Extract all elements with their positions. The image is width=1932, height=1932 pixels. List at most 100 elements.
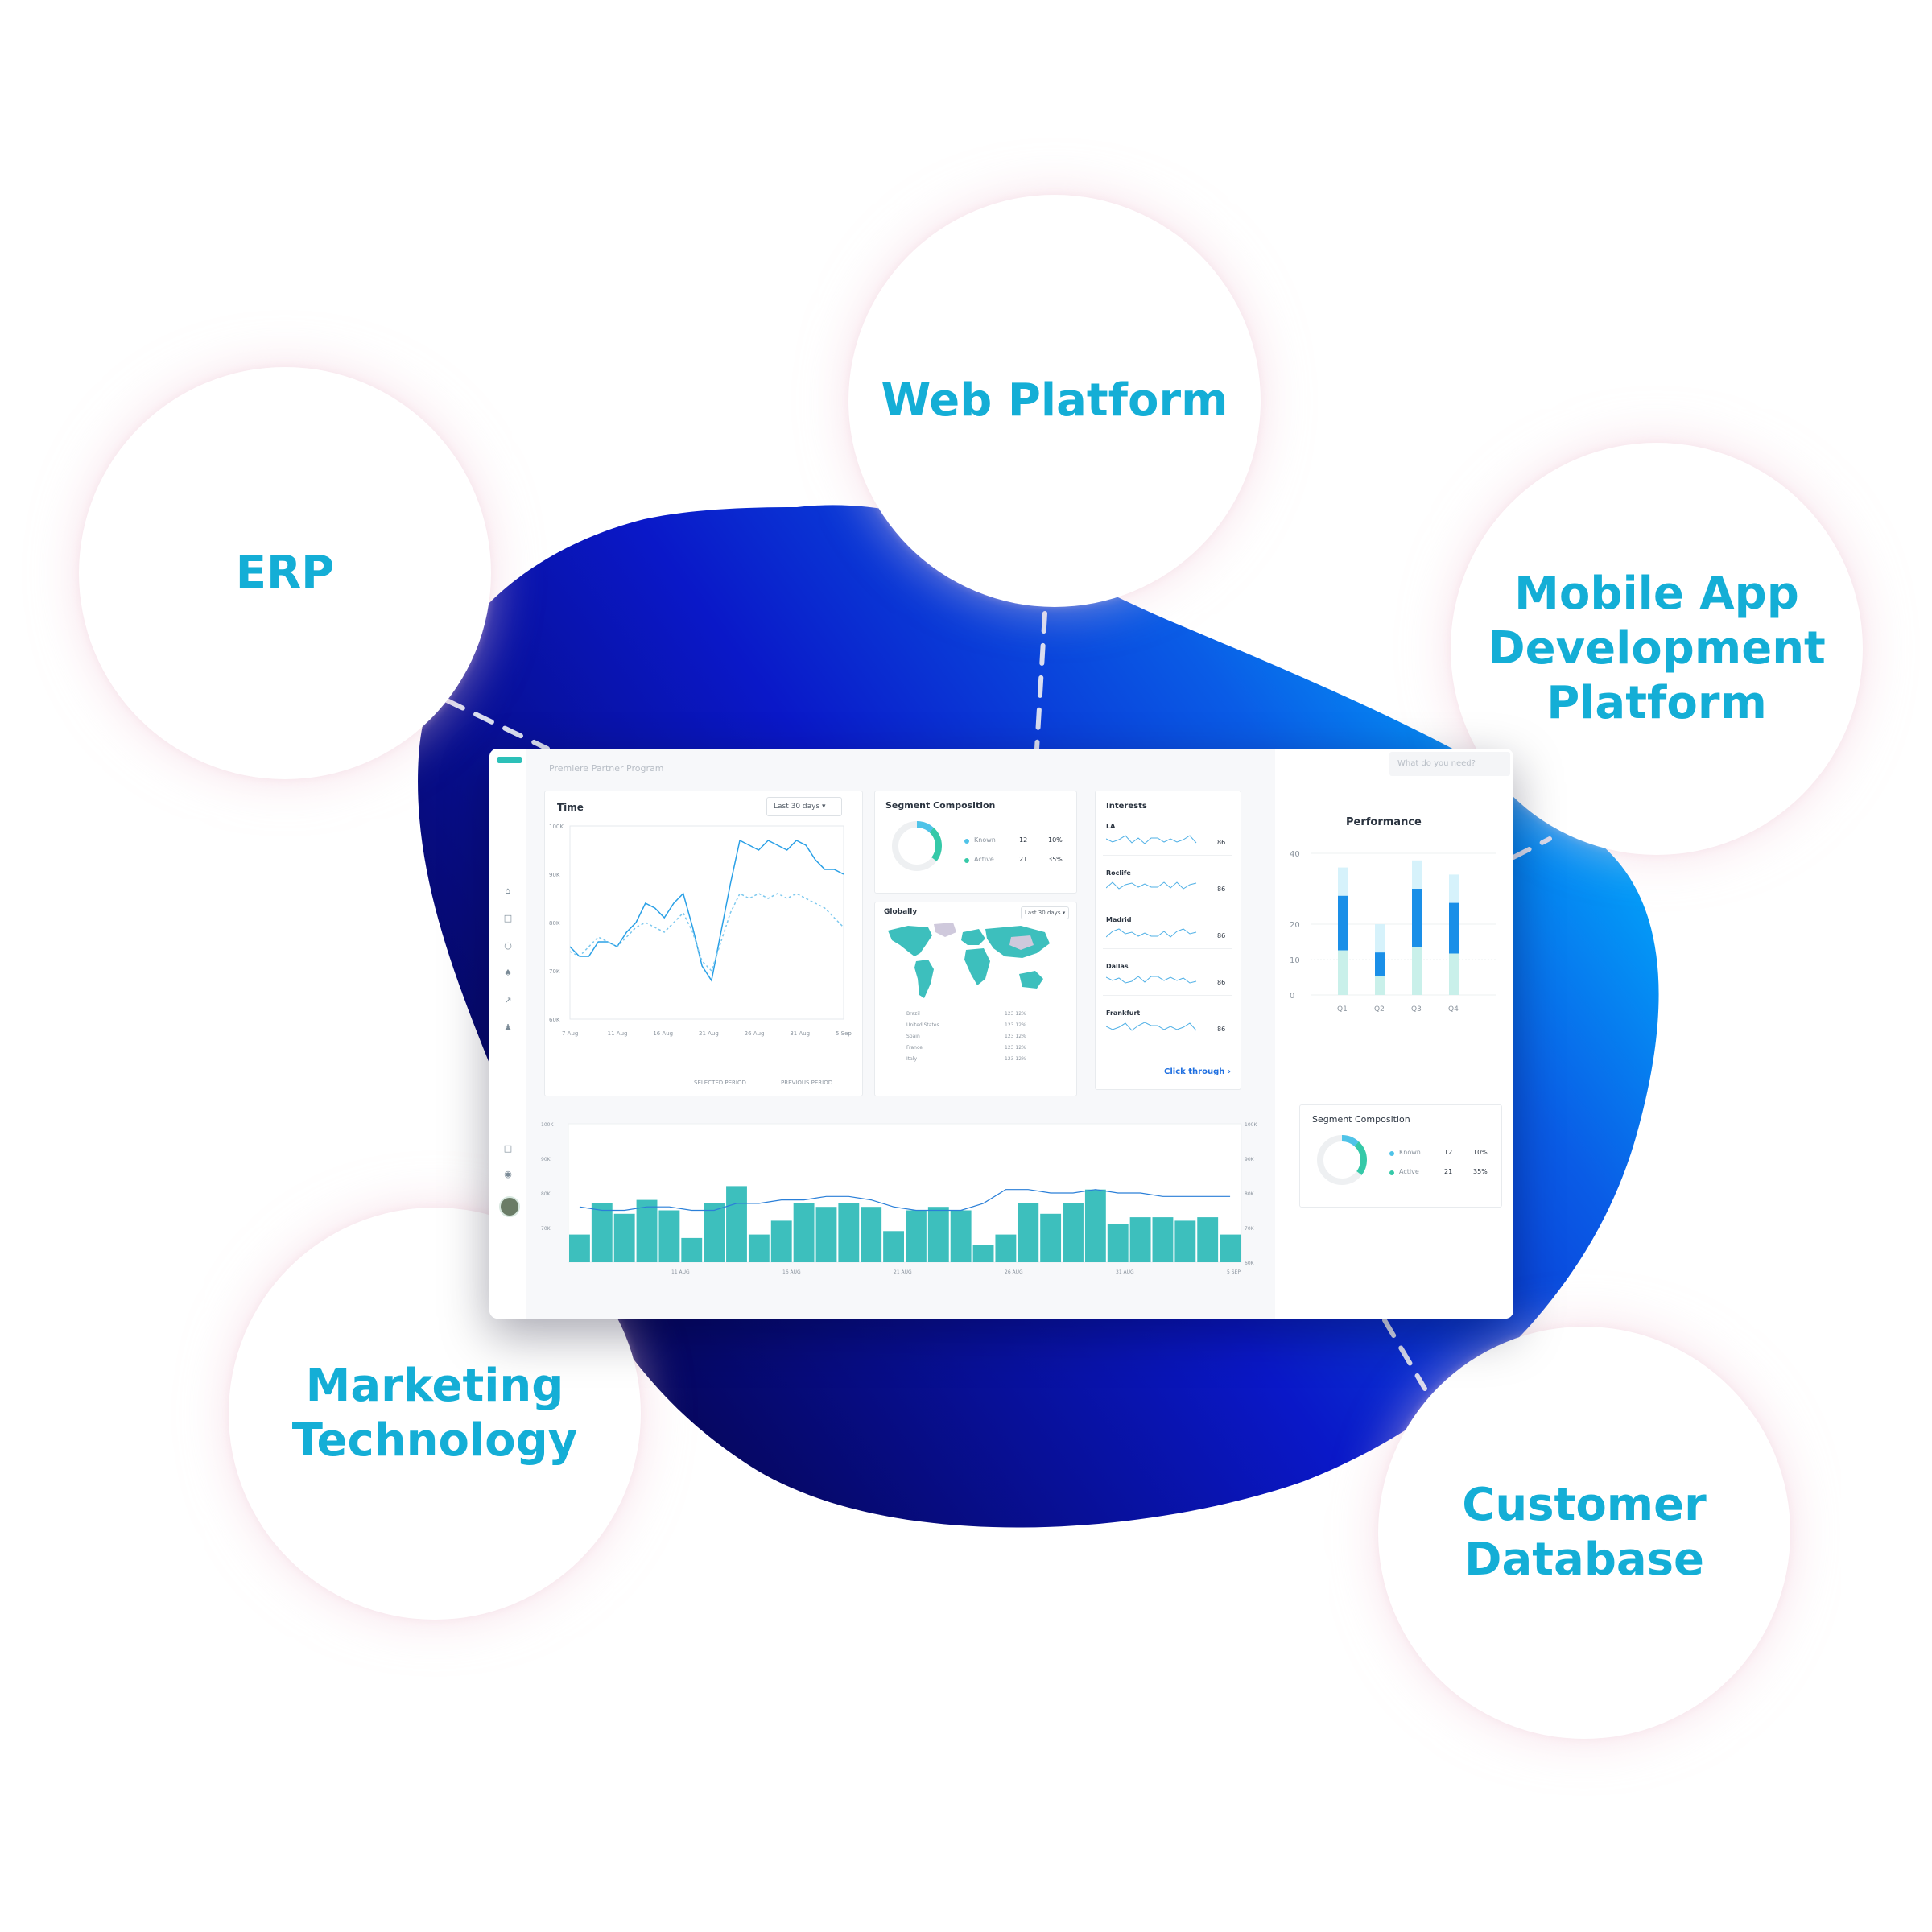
y-tick-label: 20 [1290, 921, 1300, 930]
interest-value: 86 [1217, 1026, 1226, 1033]
country-name: Spain [906, 1034, 920, 1039]
interest-value: 86 [1217, 839, 1226, 846]
bar-base [1449, 953, 1459, 995]
bar [636, 1199, 658, 1262]
globally-title: Globally [884, 908, 918, 916]
interest-sparkline [1106, 1022, 1197, 1031]
y-tick-left: 80K [541, 1191, 551, 1197]
x-tick-label: Q2 [1374, 1005, 1385, 1013]
bar [861, 1207, 882, 1262]
interest-city: Madrid [1106, 916, 1132, 923]
user-group-icon[interactable]: ♟ [504, 1022, 512, 1033]
country-name: Italy [906, 1056, 918, 1062]
bar [591, 1203, 613, 1262]
y-tick-left: 90K [541, 1157, 551, 1162]
globally-range-select[interactable]: Last 30 days ▾ [1021, 906, 1069, 919]
interest-sparkline [1106, 976, 1197, 984]
y-tick-right: 100K [1245, 1122, 1257, 1128]
bar-base [1412, 947, 1422, 995]
layers-icon[interactable]: □ [503, 913, 513, 923]
interests-title: Interests [1106, 802, 1147, 811]
bar [1174, 1220, 1196, 1262]
bar [972, 1245, 994, 1262]
click-through-link[interactable]: Click through › [1164, 1067, 1231, 1076]
right-panel [1275, 749, 1513, 1319]
known-label: Known [974, 836, 996, 844]
x-tick-label: 21 Aug [699, 1030, 719, 1037]
series-line-selected [569, 839, 844, 982]
bar [1375, 952, 1385, 976]
interest-divider [1103, 995, 1232, 996]
country-value: 123 12% [1005, 1056, 1026, 1062]
sparkline-path [1106, 976, 1197, 984]
chart-icon[interactable]: ↗ [504, 995, 512, 1005]
chat-icon[interactable]: □ [503, 1143, 513, 1154]
bubble-customer-database: Customer Database [1378, 1327, 1790, 1739]
active-pct: 35% [1048, 856, 1063, 863]
click-through-label: Click through [1164, 1067, 1225, 1076]
sidebar: ⌂ □ ○ ♠ ↗ ♟ □ ◉ [489, 749, 527, 1319]
country-value-pct: 12% [1015, 1011, 1026, 1017]
y-tick-label: 70K [549, 968, 560, 975]
y-tick-label: 80K [549, 920, 560, 927]
bar [1063, 1203, 1084, 1262]
known-label: Known [1399, 1149, 1421, 1156]
segment-donut [892, 821, 942, 871]
bell-icon[interactable]: ◉ [504, 1169, 512, 1179]
bubble-erp-label: ERP [235, 547, 335, 599]
known-pct: 10% [1473, 1149, 1488, 1156]
country-row: United States [906, 1022, 939, 1028]
bubble-marketing-label: Marketing Technology [291, 1360, 578, 1467]
segment-panel-title: Segment Composition [886, 800, 996, 811]
bubble-mobile-app-label: Mobile App Development Platform [1488, 568, 1826, 729]
bar [748, 1234, 770, 1262]
y-tick-left: 70K [541, 1226, 551, 1232]
avatar[interactable] [499, 1196, 520, 1217]
bar-base [1375, 976, 1385, 995]
country-value-number: 123 [1005, 1011, 1014, 1017]
interest-city: Roclife [1106, 869, 1131, 877]
series-line-previous [569, 892, 844, 972]
dashboard-window: ⌂ □ ○ ♠ ↗ ♟ □ ◉ Premiere Partner Program… [489, 749, 1513, 1319]
active-count: 21 [1019, 856, 1028, 863]
bubble-web-platform-label: Web Platform [881, 374, 1228, 427]
home-icon[interactable]: ⌂ [505, 886, 511, 896]
bar [569, 1234, 590, 1262]
country-value-pct: 12% [1015, 1045, 1026, 1051]
interest-sparkline [1106, 835, 1197, 844]
bar [1129, 1217, 1151, 1262]
bar [1107, 1224, 1129, 1262]
bar [793, 1203, 815, 1262]
x-tick-label: 31 AUG [1116, 1269, 1134, 1275]
country-row: France [906, 1045, 923, 1051]
known-dot [964, 839, 969, 844]
x-tick-label: 31 Aug [790, 1030, 810, 1037]
interest-city: LA [1106, 823, 1116, 830]
x-tick-label: 7 Aug [562, 1030, 578, 1037]
x-tick-label: 11 Aug [608, 1030, 628, 1037]
search-input[interactable]: What do you need? [1389, 752, 1510, 776]
bar [1152, 1217, 1174, 1262]
sparkline-path [1106, 1022, 1197, 1031]
bar [1040, 1213, 1062, 1262]
legend-previous-label: PREVIOUS PERIOD [781, 1080, 833, 1086]
x-tick-label: 16 Aug [653, 1030, 673, 1037]
country-row: Brazil [906, 1011, 920, 1017]
country-value-number: 123 [1005, 1034, 1014, 1039]
country-name: France [906, 1045, 923, 1051]
country-row: Italy [906, 1056, 917, 1062]
bubble-web-platform: Web Platform [848, 195, 1261, 607]
breadcrumb: Premiere Partner Program [549, 763, 664, 774]
bar [906, 1210, 927, 1262]
segment-panel-2 [1299, 1104, 1502, 1208]
time-range-select[interactable]: Last 30 days ▾ [766, 797, 842, 816]
bar [1197, 1217, 1219, 1262]
users-icon[interactable]: ♠ [504, 968, 512, 978]
country-value: 123 12% [1005, 1045, 1026, 1051]
known-dot [1389, 1151, 1394, 1156]
interest-city: Dallas [1106, 963, 1129, 970]
database-icon[interactable]: ○ [504, 940, 512, 951]
interest-value: 86 [1217, 932, 1226, 939]
